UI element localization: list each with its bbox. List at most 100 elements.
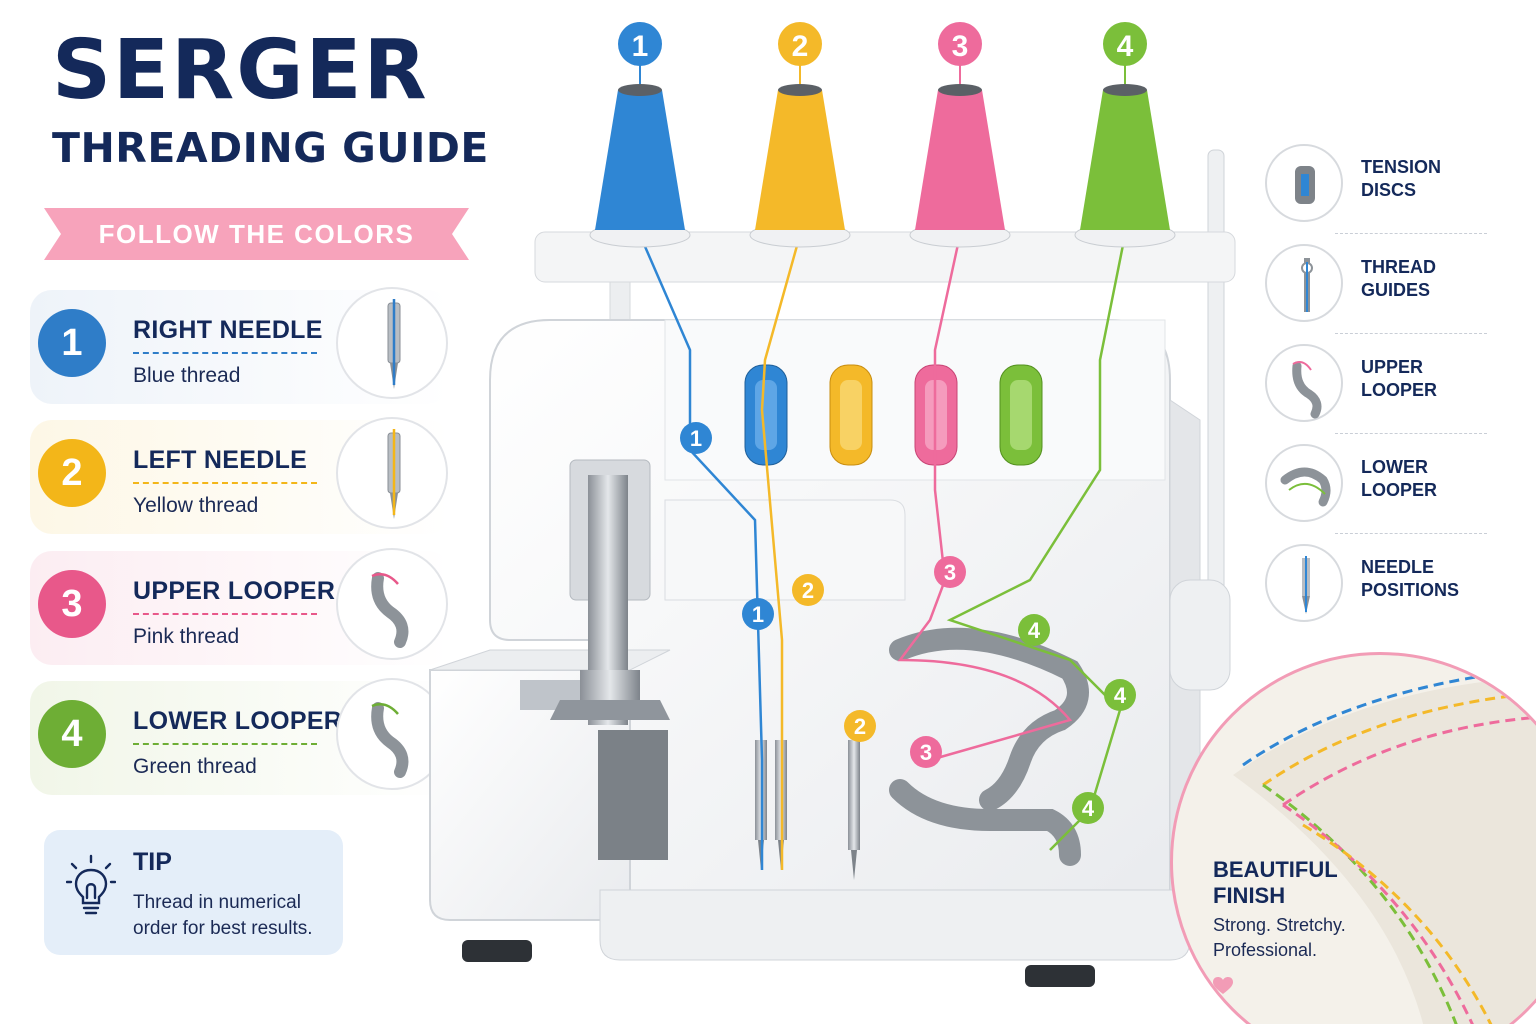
lightbulb-icon	[66, 854, 116, 915]
ribbon-label: FOLLOW THE COLORS	[98, 219, 415, 249]
part-thumbnail	[1265, 244, 1343, 322]
tension-dial-1	[744, 364, 788, 466]
thread-path-yellow	[760, 234, 802, 870]
step-divider	[133, 743, 317, 745]
machine-foot-right	[1025, 965, 1095, 987]
step-thumbnail	[336, 417, 448, 529]
needle-icon	[1302, 556, 1310, 614]
spool-number-badge-2: 2	[778, 22, 822, 66]
svg-text:2: 2	[854, 714, 866, 739]
needle-icon	[387, 299, 401, 389]
part-divider	[1335, 533, 1487, 534]
overlock-stitch-swatch	[1233, 667, 1536, 1024]
step-card-3: 3 UPPER LOOPER Pink thread	[30, 548, 450, 665]
path-marker-1: 1	[742, 598, 774, 630]
path-marker-3: 3	[934, 556, 966, 588]
path-marker-4: 4	[1104, 679, 1136, 711]
part-thumbnail	[1265, 344, 1343, 422]
svg-text:3: 3	[944, 560, 956, 585]
page-subtitle: THREADING GUIDE	[52, 124, 489, 172]
svg-text:4: 4	[1028, 618, 1041, 643]
needle-chain	[848, 740, 860, 880]
part-label: NEEDLE POSITIONS	[1361, 557, 1460, 600]
finish-text: Strong. Stretchy. Professional.	[1213, 915, 1346, 960]
spool-number: 1	[632, 30, 649, 63]
thread-spool-3	[909, 60, 1011, 248]
guide-title-block: SERGER THREADING GUIDE	[52, 30, 489, 169]
finish-swatch: BEAUTIFUL FINISH Strong. Stretchy. Profe…	[1170, 652, 1536, 1024]
part-thumbnail	[1265, 544, 1343, 622]
upper-looper	[889, 627, 1089, 811]
path-marker-2: 2	[844, 710, 876, 742]
needle-icon	[387, 429, 401, 519]
part-thumbnail	[1265, 444, 1343, 522]
part-thumbnail	[1265, 144, 1343, 222]
looper-icon	[371, 572, 409, 648]
tension-disc-icon	[1295, 166, 1315, 204]
spool-number: 2	[792, 30, 809, 63]
part-divider	[1335, 433, 1487, 434]
spool-number-badge-4: 4	[1103, 22, 1147, 66]
spool-number-badge-3: 3	[938, 22, 982, 66]
step-number-badge: 2	[38, 439, 106, 507]
tip-title: TIP	[133, 848, 172, 876]
part-label: THREAD GUIDES	[1361, 257, 1436, 300]
path-marker-4: 4	[1072, 792, 1104, 824]
presser-foot	[550, 700, 670, 720]
step-description: Yellow thread	[133, 494, 259, 517]
part-needle: NEEDLE POSITIONS	[1265, 530, 1490, 625]
tip-text: Thread in numerical order for best resul…	[133, 892, 313, 939]
svg-text:1: 1	[752, 602, 764, 627]
page-title: SERGER	[52, 23, 429, 118]
tension-dial-2	[829, 364, 873, 466]
path-marker-4: 4	[1018, 614, 1050, 646]
svg-text:1: 1	[690, 426, 702, 451]
svg-text:4: 4	[1114, 683, 1127, 708]
step-number-badge: 3	[38, 570, 106, 638]
step-title: UPPER LOOPER	[133, 577, 336, 605]
looper-icon	[371, 702, 409, 778]
step-title: LOWER LOOPER	[133, 707, 343, 735]
lower-looper	[889, 779, 1081, 866]
step-card-1: 1 RIGHT NEEDLE Blue thread	[30, 287, 450, 404]
hand-wheel	[1169, 579, 1231, 691]
svg-text:3: 3	[920, 740, 932, 765]
follow-colors-ribbon: FOLLOW THE COLORS	[44, 208, 469, 260]
svg-text:4: 4	[1082, 796, 1095, 821]
spool-number-badge-1: 1	[618, 22, 662, 66]
svg-text:2: 2	[802, 578, 814, 603]
machine-foot-left	[462, 940, 532, 962]
serger-machine-illustration: 1 2 3 4 1 1 2 2 3 3 4 4 4	[429, 22, 1246, 987]
thread-path-pink	[897, 234, 1073, 762]
step-thumbnail	[336, 287, 448, 399]
part-upper-looper: UPPER LOOPER	[1265, 330, 1490, 434]
thread-spool-4	[1074, 60, 1176, 248]
thread-spool-1	[589, 60, 691, 248]
part-lower-looper: LOWER LOOPER	[1265, 430, 1490, 534]
lower-looper-icon	[1280, 467, 1331, 507]
thread-path-blue	[638, 234, 764, 870]
step-divider	[133, 613, 317, 615]
thread-spool-2	[749, 60, 851, 248]
finish-title: BEAUTIFUL FINISH	[1213, 857, 1338, 908]
step-description: Blue thread	[133, 364, 241, 387]
part-label: UPPER LOOPER	[1361, 357, 1438, 400]
step-number-badge: 1	[38, 309, 106, 377]
thread-stand-bar	[534, 231, 1236, 283]
part-tension-disc: TENSION DISCS	[1265, 130, 1490, 234]
step-description: Pink thread	[133, 625, 240, 648]
thread-guide-icon	[1301, 258, 1313, 312]
part-divider	[1335, 333, 1487, 334]
step-title: RIGHT NEEDLE	[133, 316, 323, 344]
tension-dial-4	[999, 364, 1043, 466]
spool-number: 4	[1117, 30, 1134, 63]
step-divider	[133, 482, 317, 484]
step-divider	[133, 352, 317, 354]
part-label: LOWER LOOPER	[1361, 457, 1438, 500]
step-number-badge: 4	[38, 700, 106, 768]
part-thread-guide: THREAD GUIDES	[1265, 230, 1490, 334]
part-divider	[1335, 233, 1487, 234]
part-label: TENSION DISCS	[1361, 157, 1442, 200]
path-marker-3: 3	[910, 736, 942, 768]
